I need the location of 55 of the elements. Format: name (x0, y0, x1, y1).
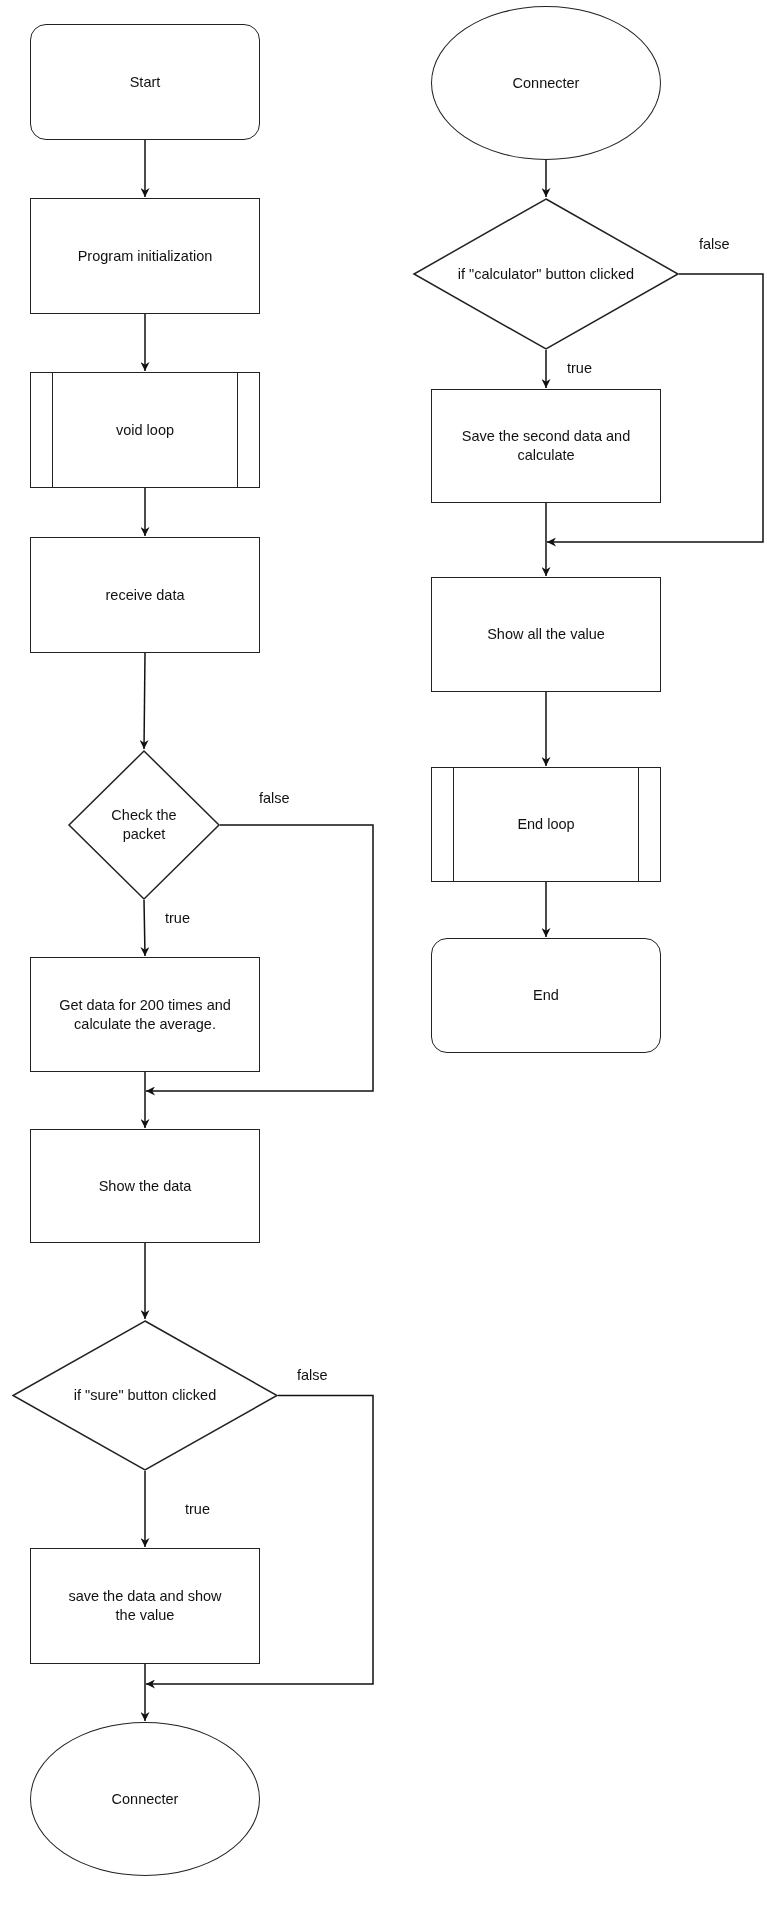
edge-label: true (183, 1501, 212, 1517)
arrow (546, 273, 764, 547)
connector-ellipse (30, 1722, 260, 1876)
node-label: Start (129, 72, 161, 92)
node-label: Show the data (98, 1176, 192, 1196)
process-box (30, 957, 260, 1072)
arrow (541, 502, 551, 577)
arrow (140, 487, 150, 537)
terminal-box (30, 24, 260, 140)
decision-diamond (68, 750, 220, 900)
connector-ellipse (431, 6, 661, 160)
node-label: End loop (517, 815, 575, 834)
edge-label: true (565, 360, 594, 376)
edge-label: true (163, 910, 192, 926)
arrow (140, 1470, 150, 1548)
process-box (30, 537, 260, 653)
edge-label: false (257, 790, 292, 806)
arrow (541, 691, 551, 767)
node-label: Get data for 200 times and calculate the average. (58, 995, 232, 1034)
node-label: receive data (105, 585, 185, 605)
arrow (140, 313, 150, 372)
arrow (541, 881, 551, 938)
arrow (140, 1071, 150, 1129)
decision-diamond (413, 198, 679, 350)
arrow (541, 349, 551, 389)
node-label: End (533, 986, 559, 1005)
process-box (431, 389, 661, 503)
node-label: if "sure" button clicked (73, 1386, 217, 1405)
arrow (140, 1242, 150, 1320)
node-label: Save the second data and calculate (460, 427, 632, 465)
node-label: Connecter (512, 73, 580, 93)
node-label: if "calculator" button clicked (457, 264, 635, 284)
process-box (30, 1548, 260, 1664)
node-label: void loop (115, 420, 174, 440)
process-box (30, 1129, 260, 1243)
edge-label: false (697, 236, 732, 252)
node-label: Check the packet (110, 806, 178, 844)
terminal-box (431, 938, 661, 1053)
node-label: Program initialization (77, 246, 213, 266)
arrow (145, 824, 374, 1096)
arrow (145, 1394, 374, 1689)
process-box (431, 577, 661, 692)
node-label: save the data and show the value (67, 1587, 223, 1625)
node-label: Connecter (111, 1789, 179, 1809)
process-box (30, 198, 260, 314)
arrow (139, 652, 149, 750)
edge-label: false (295, 1367, 330, 1383)
arrow (140, 139, 150, 198)
decision-diamond (12, 1320, 278, 1471)
arrow (140, 899, 150, 957)
subroutine-box (30, 372, 260, 488)
arrow (541, 159, 551, 198)
node-label: Show all the value (487, 625, 605, 644)
subroutine-box (431, 767, 661, 882)
arrow (140, 1663, 150, 1722)
